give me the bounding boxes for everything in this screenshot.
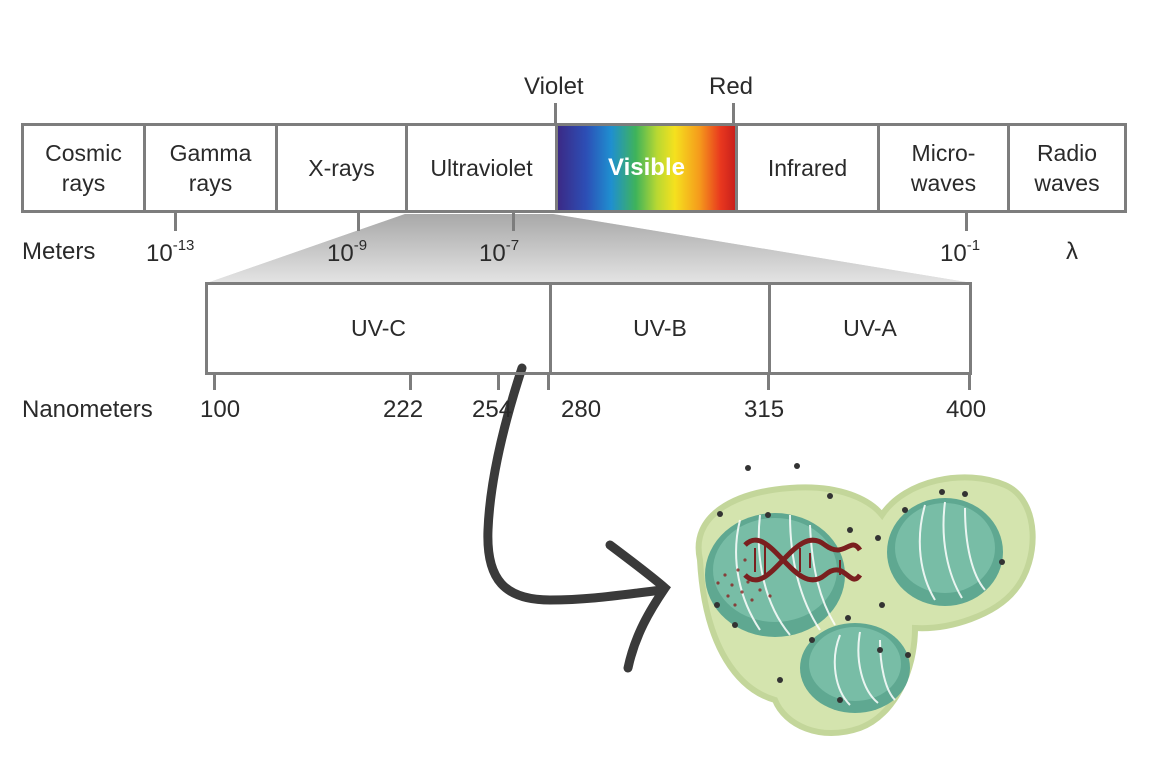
band-uv-c: UV-C (208, 285, 552, 372)
meters-tick: 10-9 (327, 237, 368, 267)
band-cosmic-rays: Cosmic rays (24, 126, 146, 210)
band-visible: Visible (558, 126, 738, 210)
tick-mark (497, 375, 500, 390)
band-gamma-rays: Gamma rays (146, 126, 278, 210)
meters-tick: 10-7 (479, 237, 520, 267)
tick-mark (767, 375, 770, 390)
tick-mark (512, 213, 515, 231)
nm-tick: 400 (946, 396, 987, 423)
dna-helix-icon (743, 537, 863, 583)
uv-detail-bar: UV-C UV-B UV-A (205, 282, 972, 375)
curved-arrow-icon (483, 363, 671, 673)
nm-tick: 280 (561, 396, 602, 423)
nm-tick: 254 (472, 396, 513, 423)
tick-mark (357, 213, 360, 231)
band-ultraviolet: Ultraviolet (408, 126, 558, 210)
band-microwaves: Micro- waves (880, 126, 1010, 210)
meters-tick: 10-13 (146, 237, 195, 267)
violet-tick (554, 103, 557, 125)
nm-tick: 315 (744, 396, 785, 423)
tick-mark (547, 375, 550, 390)
tick-mark (213, 375, 216, 390)
cell-cluster-icon (695, 463, 1036, 737)
band-uv-a: UV-A (843, 315, 897, 341)
meters-tick: 10-1 (940, 237, 981, 267)
spectrum-bar: Cosmic rays Gamma rays X-rays Ultraviole… (21, 123, 1127, 213)
tick-mark (968, 375, 971, 390)
band-x-rays: X-rays (278, 126, 408, 210)
nm-tick: 222 (383, 396, 424, 423)
meters-label: Meters (22, 238, 96, 265)
tick-mark (174, 213, 177, 231)
band-uv-b: UV-B (552, 285, 771, 372)
band-infrared: Infrared (738, 126, 880, 210)
red-label: Red (709, 73, 754, 100)
nanometers-label: Nanometers (22, 396, 153, 423)
tick-mark (965, 213, 968, 231)
band-radio-waves: Radio waves (1034, 140, 1100, 196)
violet-label: Violet (524, 73, 584, 100)
tick-mark (409, 375, 412, 390)
red-tick (732, 103, 735, 125)
nm-tick: 100 (200, 396, 241, 423)
lambda-symbol: λ (1066, 238, 1078, 265)
